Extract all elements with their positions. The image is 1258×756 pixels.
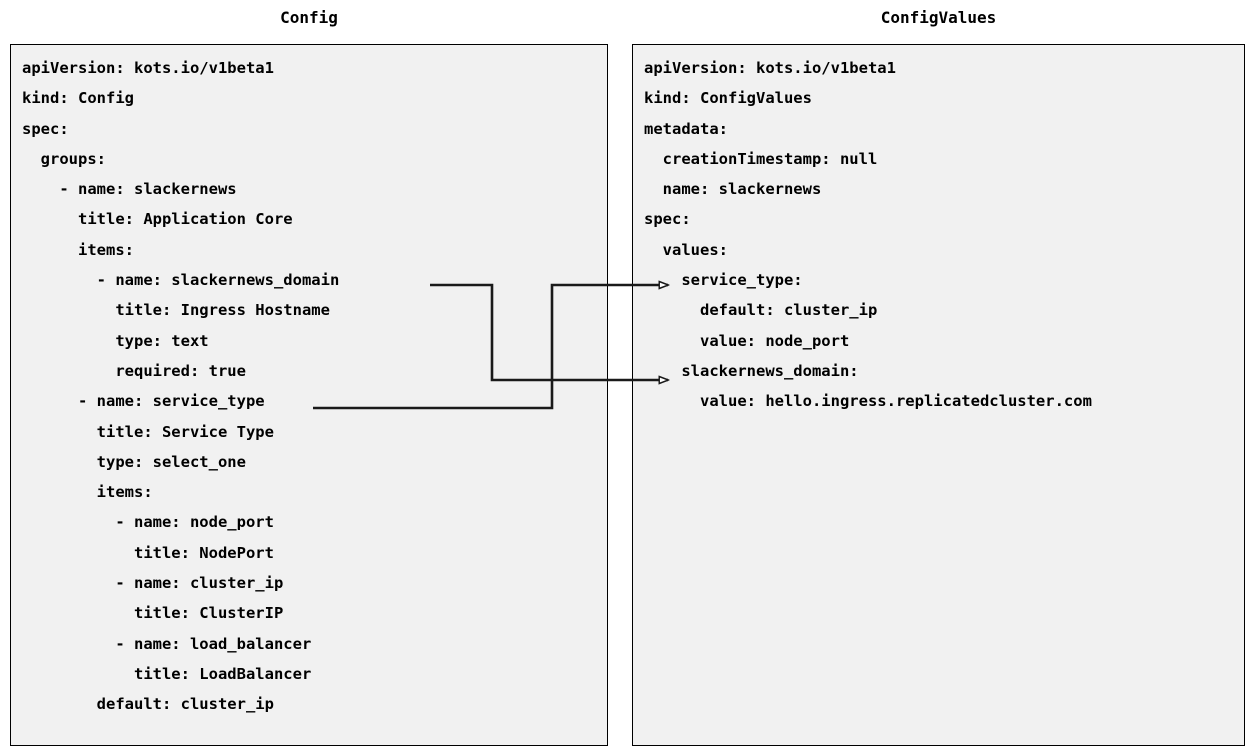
config-yaml-line: required: true [22,361,246,380]
config-yaml-line: items: [22,483,153,502]
configvalues-yaml-line: service_type: [644,271,803,290]
configvalues-yaml-line: name: slackernews [644,180,822,199]
config-yaml-line: title: LoadBalancer [22,664,312,683]
configvalues-yaml-line: slackernews_domain: [644,361,859,380]
config-yaml-line: type: select_one [22,452,246,471]
config-yaml-line: - name: slackernews [22,180,237,199]
config-yaml-line: title: Service Type [22,422,274,441]
config-yaml-line: items: [22,240,134,259]
config-yaml-line: spec: [22,119,69,138]
config-panel-title: Config [280,8,338,27]
config-yaml-panel: apiVersion: kots.io/v1beta1 kind: Config s… [10,44,608,746]
configvalues-yaml-line: value: node_port [644,331,850,350]
configvalues-yaml-line: spec: [644,210,691,229]
config-yaml-line: - name: load_balancer [22,634,312,653]
config-yaml-line: title: Ingress Hostname [22,301,330,320]
config-yaml-line: - name: service_type [22,392,265,411]
config-yaml-line: groups: [22,149,106,168]
config-yaml-line: - name: cluster_ip [22,574,284,593]
config-yaml-line: title: NodePort [22,543,274,562]
config-yaml-line: kind: Config [22,89,134,108]
config-yaml-text: apiVersion: kots.io/v1beta1 kind: Config s… [22,53,339,720]
config-yaml-line: title: ClusterIP [22,604,284,623]
config-yaml-line: type: text [22,331,209,350]
configvalues-yaml-line: values: [644,240,728,259]
configvalues-yaml-line: kind: ConfigValues [644,89,812,108]
configvalues-yaml-line: metadata: [644,119,728,138]
config-yaml-line: - name: node_port [22,513,274,532]
config-yaml-line: apiVersion: kots.io/v1beta1 [22,59,274,77]
config-yaml-line: default: cluster_ip [22,695,274,714]
configvalues-yaml-line: apiVersion: kots.io/v1beta1 [644,59,896,77]
configvalues-panel-title: ConfigValues [880,8,997,27]
configvalues-yaml-panel: apiVersion: kots.io/v1beta1 kind: ConfigV… [632,44,1245,746]
configvalues-yaml-text: apiVersion: kots.io/v1beta1 kind: ConfigV… [644,53,1092,417]
configvalues-yaml-line: value: hello.ingress.replicatedcluster.c… [644,392,1092,411]
configvalues-yaml-line: creationTimestamp: null [644,149,878,168]
config-yaml-line: - name: slackernews_domain [22,271,340,290]
config-yaml-line: title: Application Core [22,210,293,229]
configvalues-yaml-line: default: cluster_ip [644,301,878,320]
